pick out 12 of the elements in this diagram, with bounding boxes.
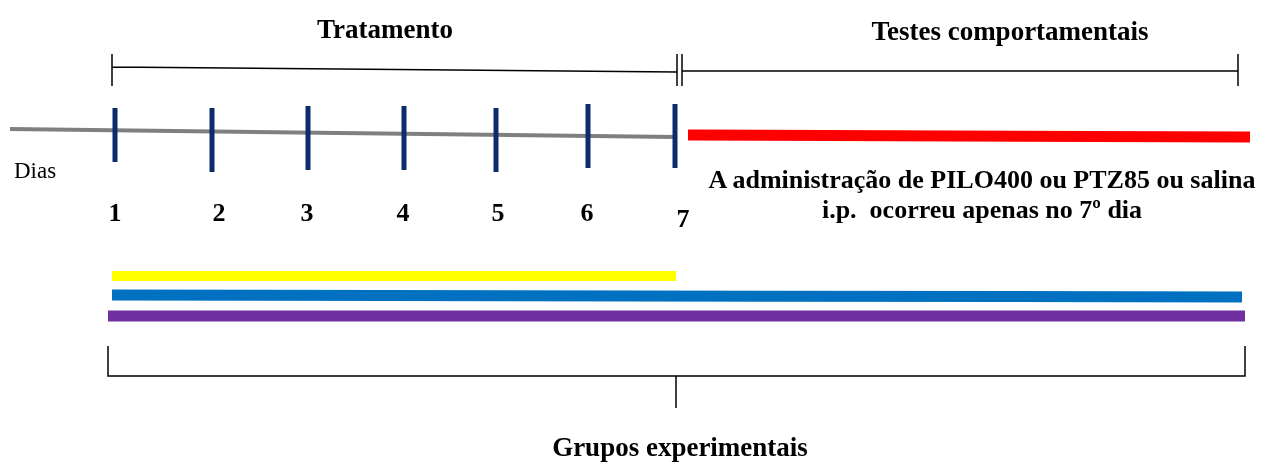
note-text: A administração de PILO400 ou PTZ85 ou salina i.p. ocorreu apenas no 7º dia xyxy=(707,165,1257,225)
day-number: 2 xyxy=(211,198,227,228)
group-label: Grupos experimentais xyxy=(551,432,809,464)
section-heading: Tratamento xyxy=(316,14,454,46)
day-number: 1 xyxy=(107,198,123,228)
section-heading: Testes comportamentais xyxy=(870,16,1150,48)
day-number: 3 xyxy=(299,198,315,228)
day-number: 4 xyxy=(395,198,411,228)
day-number: 6 xyxy=(579,198,595,228)
day-number: 7 xyxy=(675,204,691,234)
axis-label: Dias xyxy=(14,158,58,185)
day-number: 5 xyxy=(490,198,506,228)
